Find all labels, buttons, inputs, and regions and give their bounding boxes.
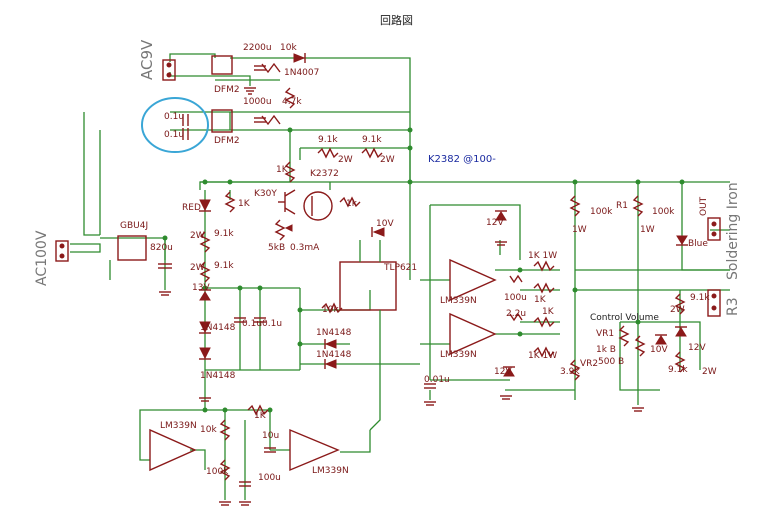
component-label-r100ka: 100k bbox=[590, 207, 613, 217]
component-label-r1kr: 1K bbox=[238, 199, 251, 209]
connector-r3 bbox=[707, 289, 721, 317]
component-label-vr1c: 500 B bbox=[598, 357, 624, 367]
component-label-r5kb: 5kB bbox=[268, 243, 285, 253]
label-soldering-iron: Soldering Iron bbox=[725, 182, 741, 280]
component-label-c01b: 0.1u bbox=[164, 130, 184, 140]
component-label-lm339d: LM339N bbox=[312, 466, 349, 476]
component-label-c100b: 100u bbox=[258, 473, 281, 483]
component-label-z12b: 12V bbox=[494, 367, 512, 377]
connector-ac9v bbox=[162, 59, 176, 81]
component-label-d1n4148c: 1N4148 bbox=[200, 323, 236, 333]
diagram-title: 回路図 bbox=[380, 14, 413, 27]
component-label-r1k1w2: 1K 1W bbox=[528, 351, 557, 361]
component-label-w2b: 2W bbox=[380, 155, 395, 165]
component-label-dfm2b: DFM2 bbox=[214, 136, 240, 146]
opamp-lm339-1 bbox=[449, 258, 497, 302]
component-label-c2200: 2200u bbox=[243, 43, 272, 53]
component-label-c820: 820u bbox=[150, 243, 173, 253]
component-label-z12a: 12V bbox=[486, 218, 504, 228]
component-label-r1k3: 1K bbox=[534, 295, 547, 305]
component-label-r1k2: 1k bbox=[346, 199, 358, 209]
component-label-r1k1: 1K bbox=[276, 165, 289, 175]
component-label-c100: 100u bbox=[504, 293, 527, 303]
component-label-r10k2: 10k bbox=[322, 305, 339, 315]
component-label-k2372: K2372 bbox=[310, 169, 339, 179]
component-label-z12c: 12V bbox=[688, 343, 706, 353]
component-label-w2a: 2W bbox=[338, 155, 353, 165]
component-label-r100kb: 100k bbox=[652, 207, 675, 217]
bridge-dfm2-b bbox=[211, 109, 233, 133]
component-label-r1k4: 1K bbox=[542, 307, 555, 317]
component-label-gbu4j: GBU4J bbox=[120, 221, 148, 231]
component-label-r1: R1 bbox=[616, 201, 628, 211]
component-label-d1n4148b: 1N4148 bbox=[316, 350, 352, 360]
component-label-r91c: 9.1k bbox=[214, 229, 234, 239]
component-label-w2c: 2W bbox=[190, 231, 205, 241]
component-label-w2e: 2W bbox=[670, 305, 685, 315]
label-out: OUT bbox=[699, 196, 709, 216]
component-label-c01c: 0.1u bbox=[242, 319, 262, 329]
component-label-lm339c: LM339N bbox=[160, 421, 197, 431]
component-label-c01a: 0.1u bbox=[164, 112, 184, 122]
component-label-c22: 2.2u bbox=[506, 309, 526, 319]
opamp-lm339-3 bbox=[149, 428, 197, 472]
component-label-z13v: 13V bbox=[192, 283, 210, 293]
junctions bbox=[162, 127, 685, 413]
component-label-r91f: 9.1k bbox=[668, 365, 688, 375]
bridge-gbu4j bbox=[117, 235, 147, 261]
component-label-r100kc: 100k bbox=[206, 467, 229, 477]
component-label-lm339a: LM339N bbox=[440, 296, 477, 306]
label-r3: R3 bbox=[725, 297, 741, 316]
component-label-lm339b: LM339N bbox=[440, 350, 477, 360]
connector-ac100v bbox=[55, 240, 69, 262]
label-ac100v: AC100V bbox=[34, 230, 50, 286]
component-label-r1k1w: 1K 1W bbox=[528, 251, 557, 261]
component-label-r91d: 9.1k bbox=[214, 261, 234, 271]
component-label-dfm2a: DFM2 bbox=[214, 85, 240, 95]
component-label-vr1: VR1 bbox=[596, 329, 614, 339]
component-label-d1n4007: 1N4007 bbox=[284, 68, 319, 78]
component-label-d1n4148d: 1N4148 bbox=[200, 371, 236, 381]
connector-out bbox=[707, 217, 721, 241]
component-label-r91b: 9.1k bbox=[362, 135, 382, 145]
component-label-r91e: 9.1k bbox=[690, 293, 710, 303]
component-label-r10kb: 10k bbox=[200, 425, 217, 435]
bridge-dfm2-a bbox=[211, 55, 233, 75]
component-label-r1k5: 1K bbox=[254, 411, 267, 421]
component-label-r91a: 9.1k bbox=[318, 135, 338, 145]
component-label-r1wa: 1W bbox=[572, 225, 587, 235]
label-ac9v: AC9V bbox=[138, 39, 156, 80]
component-label-c1000: 1000u bbox=[243, 97, 272, 107]
note-k2382: K2382 @100- bbox=[428, 154, 496, 165]
component-label-tlp621: TLP621 bbox=[383, 263, 417, 273]
component-label-r47k: 4.7k bbox=[282, 97, 302, 107]
component-label-r10k: 10k bbox=[280, 43, 297, 53]
component-label-c10u: 10u bbox=[262, 431, 279, 441]
component-label-w2d: 2W bbox=[190, 263, 205, 273]
component-label-c01d: 0.1u bbox=[262, 319, 282, 329]
component-label-c001: 0.01u bbox=[424, 375, 450, 385]
component-label-blue: Blue bbox=[688, 239, 708, 249]
section-control-volume: Control Volume bbox=[590, 313, 659, 323]
mosfet-k2372 bbox=[303, 191, 333, 221]
component-label-vr2: VR2 bbox=[580, 359, 598, 369]
component-label-r39k: 3.9k bbox=[560, 367, 580, 377]
component-label-w2f: 2W bbox=[702, 367, 717, 377]
component-label-k30y: K30Y bbox=[254, 189, 277, 199]
highlight-circle bbox=[141, 97, 209, 153]
component-label-r1wb: 1W bbox=[640, 225, 655, 235]
component-label-d1n4148a: 1N4148 bbox=[316, 328, 352, 338]
component-label-i03: 0.3mA bbox=[290, 243, 320, 253]
component-label-red: RED bbox=[182, 203, 201, 213]
components bbox=[55, 53, 721, 506]
opamp-lm339-2 bbox=[449, 312, 497, 356]
component-label-z10v: 10V bbox=[376, 219, 394, 229]
component-label-z10v2: 10V bbox=[650, 345, 668, 355]
component-label-vr1b: 1k B bbox=[596, 345, 616, 355]
opamp-lm339-4 bbox=[289, 428, 340, 472]
